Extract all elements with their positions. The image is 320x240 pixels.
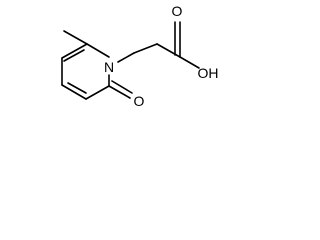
bond-ring-carbonyl-a — [108, 85, 131, 99]
bond-ch2-ch2 — [133, 43, 158, 54]
bond-ring-c4-c3-double — [61, 84, 87, 100]
bond-ring-c6-c5-double-inner — [63, 49, 85, 62]
atom-label-hydroxyl: OH — [198, 65, 219, 81]
chemical-structure-diagram: N O O OH — [61, 3, 219, 109]
bond-ring-c6-c5-double — [61, 43, 88, 59]
bond-ring-c4-c3-double-inner — [67, 82, 87, 94]
atom-label-carbonyl-oxygen: O — [134, 93, 145, 109]
bond-ring-c3-c2 — [85, 85, 110, 100]
bond-ch2-cooh — [156, 43, 181, 58]
bond-ring-c6-n — [86, 43, 110, 58]
bond-acid-c-oh — [179, 56, 200, 69]
bond-methyl — [63, 30, 88, 45]
atom-label-acid-carbonyl-oxygen: O — [172, 3, 183, 19]
structure-canvas: N O O OH — [0, 0, 230, 138]
bond-n-ch2 — [117, 52, 135, 63]
bond-ring-carbonyl-b — [111, 80, 133, 94]
atom-label-ring-nitrogen: N — [104, 59, 114, 75]
